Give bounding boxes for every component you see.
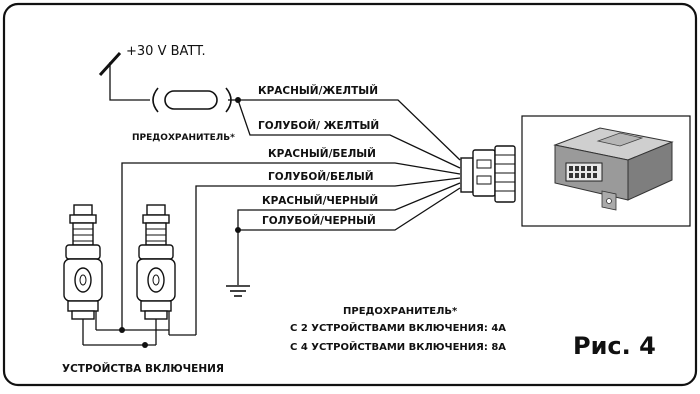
note-line-1: С 2 УСТРОЙСТВАМИ ВКЛЮЧЕНИЯ: 4А (290, 321, 506, 334)
wire-label-6: ГОЛУБОЙ/ЧЕРНЫЙ (262, 214, 376, 227)
wire-blue-black (238, 187, 461, 231)
diagram-frame (2, 2, 698, 387)
devices-label: УСТРОЙСТВА ВКЛЮЧЕНИЯ (62, 362, 224, 375)
figure-label: Рис. 4 (573, 332, 656, 360)
battery-terminal (98, 51, 150, 101)
control-module-image (521, 115, 691, 227)
wire-red-white (121, 162, 461, 330)
wire-blue-white (195, 177, 461, 335)
wire-label-2: ГОЛУБОЙ/ ЖЕЛТЫЙ (258, 119, 379, 132)
wire-red-black (237, 182, 461, 230)
ground-icon (226, 227, 250, 297)
wire-label-4: ГОЛУБОЙ/БЕЛЫЙ (268, 170, 374, 183)
wire-red-yellow (238, 99, 461, 161)
switching-device-right (136, 204, 176, 345)
fuse-icon (152, 87, 241, 113)
battery-label: +30 V BATT. (126, 44, 206, 59)
device-wiring (83, 327, 196, 348)
connector-plug-icon (460, 145, 516, 203)
wire-blue-yellow (237, 99, 461, 169)
note-title: ПРЕДОХРАНИТЕЛЬ* (343, 306, 458, 317)
note-line-2: С 4 УСТРОЙСТВАМИ ВКЛЮЧЕНИЯ: 8А (290, 340, 506, 353)
wire-label-1: КРАСНЫЙ/ЖЕЛТЫЙ (258, 84, 378, 97)
wire-label-5: КРАСНЫЙ/ЧЕРНЫЙ (262, 194, 378, 207)
switching-device-left (63, 204, 103, 345)
wire-label-3: КРАСНЫЙ/БЕЛЫЙ (268, 147, 376, 160)
fuse-label: ПРЕДОХРАНИТЕЛЬ* (132, 133, 235, 143)
